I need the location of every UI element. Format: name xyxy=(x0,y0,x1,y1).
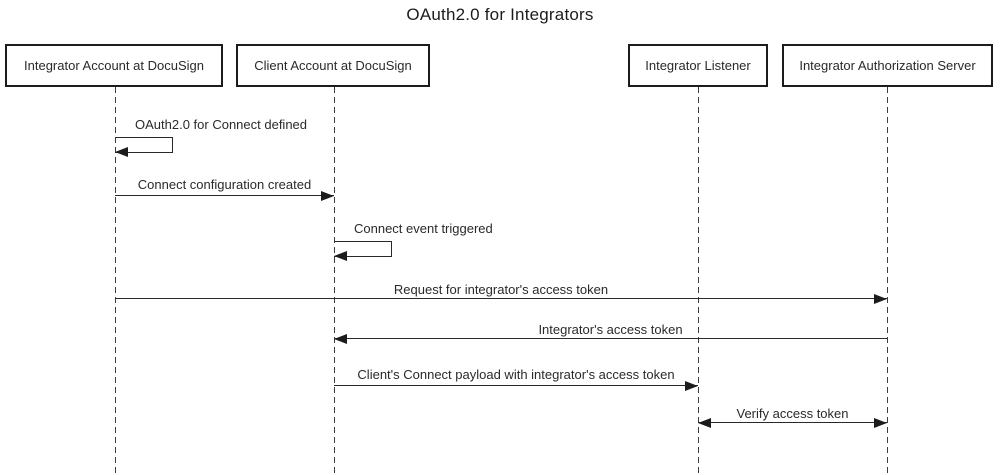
arrowhead-right-icon xyxy=(874,294,887,304)
arrowhead-right-icon xyxy=(874,418,887,428)
self-message-loop-line xyxy=(334,241,392,257)
message-label: Connect event triggered xyxy=(354,221,493,236)
lifeline-4 xyxy=(887,87,888,475)
lifeline-2 xyxy=(334,87,335,475)
participant-box-3: Integrator Listener xyxy=(628,44,768,87)
message-label: Client's Connect payload with integrator… xyxy=(357,367,675,382)
message-label: Verify access token xyxy=(736,406,849,421)
message-label: Connect configuration created xyxy=(137,177,312,192)
participant-label: Client Account at DocuSign xyxy=(254,58,412,73)
participant-box-4: Integrator Authorization Server xyxy=(782,44,993,87)
participant-label: Integrator Listener xyxy=(645,58,751,73)
arrowhead-left-icon xyxy=(698,418,711,428)
arrowhead-left-icon xyxy=(115,147,128,157)
message-line xyxy=(115,298,887,299)
self-message-loop-line xyxy=(115,137,173,153)
participant-label: Integrator Account at DocuSign xyxy=(24,58,204,73)
message-line xyxy=(334,385,698,386)
participant-label: Integrator Authorization Server xyxy=(799,58,976,73)
message-label: Integrator's access token xyxy=(538,322,683,337)
participant-box-1: Integrator Account at DocuSign xyxy=(5,44,223,87)
message-label: Request for integrator's access token xyxy=(393,282,609,297)
arrowhead-left-icon xyxy=(334,334,347,344)
arrowhead-left-icon xyxy=(334,251,347,261)
message-line xyxy=(698,422,887,423)
diagram-title: OAuth2.0 for Integrators xyxy=(406,5,594,24)
message-label: OAuth2.0 for Connect defined xyxy=(135,117,308,132)
message-line xyxy=(334,338,887,339)
message-line xyxy=(115,195,334,196)
participant-box-2: Client Account at DocuSign xyxy=(236,44,430,87)
arrowhead-right-icon xyxy=(321,191,334,201)
lifeline-3 xyxy=(698,87,699,475)
lifeline-1 xyxy=(115,87,116,475)
arrowhead-right-icon xyxy=(685,381,698,391)
